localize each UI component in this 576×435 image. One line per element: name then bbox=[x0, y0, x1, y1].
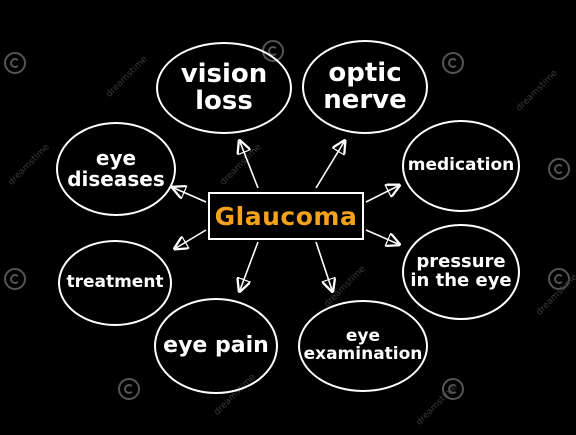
node-eye-pain-label: eye pain bbox=[163, 333, 269, 359]
watermark-spiral-icon bbox=[442, 378, 464, 400]
arrow-to-optic-nerve bbox=[315, 142, 344, 189]
watermark-spiral-icon bbox=[118, 378, 140, 400]
center-topic-box: Glaucoma bbox=[208, 192, 364, 240]
arrow-to-eye-examination bbox=[315, 241, 332, 290]
node-pressure-in-the-eye-label: pressure in the eye bbox=[410, 251, 512, 291]
node-eye-diseases-label: eye diseases bbox=[67, 146, 165, 191]
node-eye-examination-label: eye examination bbox=[303, 326, 423, 364]
arrow-to-eye-diseases bbox=[174, 188, 207, 203]
node-medication: medication bbox=[402, 120, 520, 212]
node-eye-pain: eye pain bbox=[154, 298, 278, 394]
watermark-spiral-icon bbox=[4, 52, 26, 74]
node-optic-nerve-label: optic nerve bbox=[323, 57, 407, 115]
node-optic-nerve: optic nerve bbox=[302, 40, 428, 134]
arrow-to-medication bbox=[365, 186, 398, 203]
watermark-spiral-icon bbox=[4, 268, 26, 290]
arrow-to-eye-pain bbox=[240, 241, 259, 290]
watermark-spiral-icon bbox=[548, 268, 570, 290]
node-vision-loss-label: vision loss bbox=[180, 58, 268, 116]
node-eye-examination: eye examination bbox=[298, 300, 428, 392]
node-vision-loss: vision loss bbox=[156, 42, 292, 134]
watermark-spiral-icon bbox=[442, 52, 464, 74]
node-medication-label: medication bbox=[407, 155, 515, 176]
arrow-to-pressure bbox=[365, 229, 398, 244]
node-eye-diseases: eye diseases bbox=[56, 122, 176, 216]
node-treatment: treatment bbox=[58, 240, 172, 326]
center-topic-label: Glaucoma bbox=[214, 201, 358, 231]
watermark-spiral-icon bbox=[548, 158, 570, 180]
arrow-to-treatment bbox=[176, 229, 207, 248]
arrow-to-vision-loss bbox=[240, 142, 259, 189]
node-treatment-label: treatment bbox=[66, 272, 164, 293]
node-pressure-in-the-eye: pressure in the eye bbox=[402, 224, 520, 320]
